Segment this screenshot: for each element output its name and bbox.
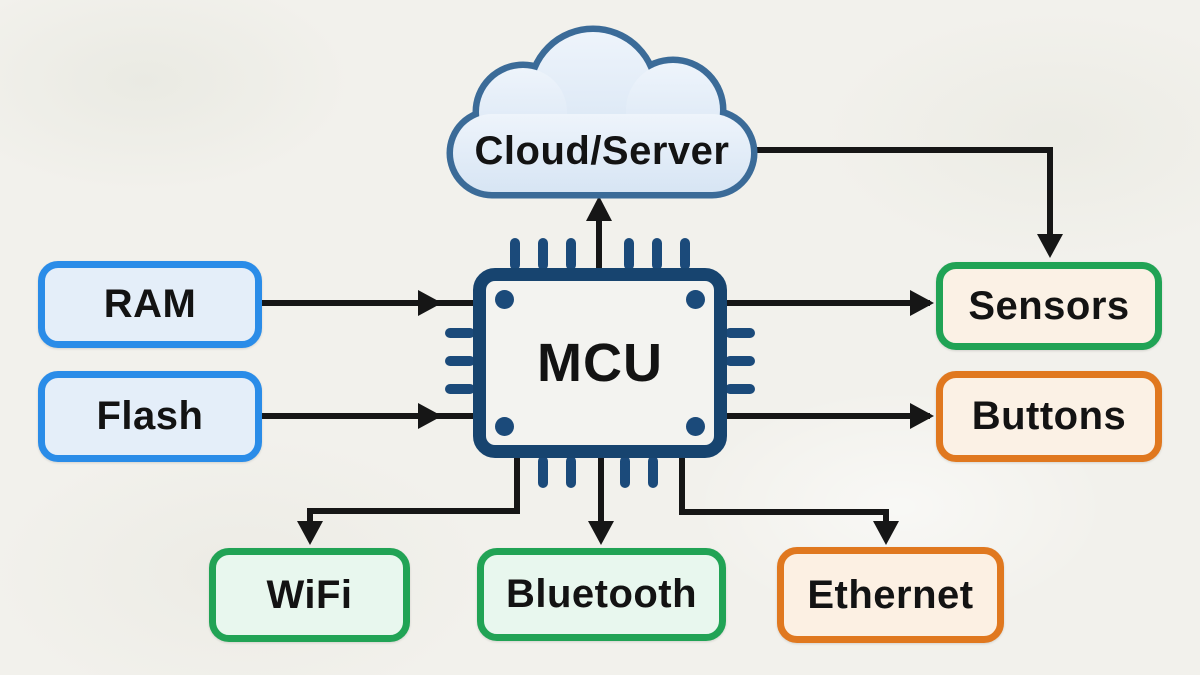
buttons-node-label: Buttons — [971, 394, 1127, 438]
chip-pin — [566, 238, 576, 270]
arrowhead-mcu-cloud — [586, 196, 612, 221]
mcu-node-label: MCU — [537, 333, 663, 393]
sensors-node: Sensors — [936, 262, 1162, 350]
chip-pin — [680, 238, 690, 270]
chip-corner-dot — [686, 417, 705, 436]
chip-pin — [566, 456, 576, 488]
arrowhead-mcu-bluetooth — [588, 521, 614, 545]
edge-mcu-wifi — [307, 458, 520, 522]
chip-corner-dot — [495, 417, 514, 436]
chip-pin — [510, 238, 520, 270]
chip-pin — [538, 238, 548, 270]
chip-pin — [620, 456, 630, 488]
chip-pin — [445, 384, 475, 394]
flash-node: Flash — [38, 371, 262, 462]
wifi-node: WiFi — [209, 548, 410, 642]
chip-pin — [725, 356, 755, 366]
chip-pin — [445, 328, 475, 338]
arrowhead-mcu-buttons — [910, 403, 934, 429]
ram-node-label: RAM — [103, 282, 197, 326]
arrowhead-cloud-sensors — [1037, 234, 1063, 258]
ram-node: RAM — [38, 261, 262, 348]
bluetooth-node: Bluetooth — [477, 548, 726, 641]
arrowhead-flash-mcu — [418, 403, 442, 429]
arrowhead-ram-mcu — [418, 290, 442, 316]
chip-corner-dot — [686, 290, 705, 309]
buttons-node: Buttons — [936, 371, 1162, 462]
edge-mcu-ethernet — [679, 458, 889, 522]
chip-pin — [652, 238, 662, 270]
ethernet-node: Ethernet — [777, 547, 1004, 643]
mcu-chip-node: MCU — [473, 268, 727, 458]
flash-node-label: Flash — [96, 394, 204, 438]
chip-corner-dot — [495, 290, 514, 309]
chip-pin — [725, 328, 755, 338]
arrowhead-mcu-sensors — [910, 290, 934, 316]
chip-pin — [445, 356, 475, 366]
arrowhead-mcu-wifi — [297, 521, 323, 545]
chip-pin — [624, 238, 634, 270]
sensors-node-label: Sensors — [968, 283, 1130, 328]
chip-pin — [725, 384, 755, 394]
ethernet-node-label: Ethernet — [807, 572, 974, 617]
arrowhead-mcu-ethernet — [873, 521, 899, 545]
cloud-node-label: Cloud/Server — [474, 129, 730, 173]
wifi-node-label: WiFi — [266, 572, 353, 617]
chip-pin — [648, 456, 658, 488]
bluetooth-node-label: Bluetooth — [505, 572, 698, 616]
chip-pin — [538, 456, 548, 488]
edge-cloud-sensors — [757, 147, 1053, 235]
